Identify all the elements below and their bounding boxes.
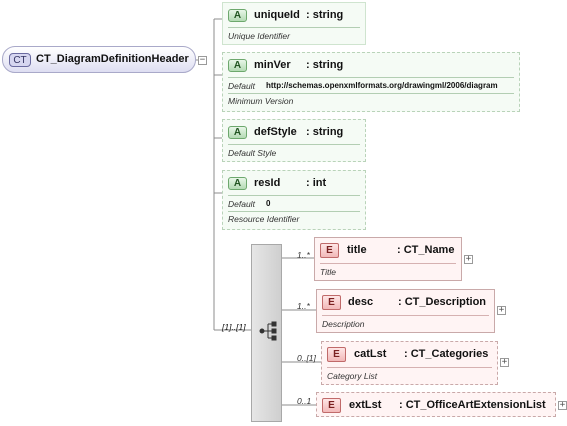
default-value: 0	[266, 199, 271, 208]
expand-toggle[interactable]: +	[497, 305, 506, 315]
element-extlst[interactable]: E extLst : CT_OfficeArtExtensionList	[316, 392, 556, 417]
sequence-compositor[interactable]	[251, 244, 282, 422]
sequence-cardinality: [1]..[1]	[222, 322, 246, 332]
divider	[228, 144, 360, 145]
element-badge: E	[327, 347, 346, 362]
default-label: Default	[228, 81, 255, 91]
element-desc[interactable]: E desc : CT_Description Description	[316, 289, 495, 333]
attribute-type: : string	[306, 126, 344, 138]
element-type: : CT_Name	[397, 244, 455, 256]
element-cardinality: 0..1	[297, 396, 312, 406]
divider	[228, 195, 360, 196]
divider	[320, 263, 456, 264]
element-type: : CT_Description	[398, 296, 487, 308]
attribute-uniqueid[interactable]: A uniqueId : string Unique Identifier	[222, 2, 366, 45]
element-name: catLst	[354, 348, 387, 360]
attribute-type: : string	[306, 59, 344, 71]
attribute-name: minVer	[254, 59, 291, 71]
attribute-type: : int	[306, 177, 327, 189]
divider	[228, 93, 514, 94]
divider	[327, 367, 492, 368]
attribute-defstyle[interactable]: A defStyle : string Default Style	[222, 119, 366, 162]
attribute-name: defStyle	[254, 126, 297, 138]
divider	[228, 77, 514, 78]
divider	[228, 27, 360, 28]
element-cardinality: 1..*	[297, 250, 310, 260]
element-name: desc	[348, 296, 374, 308]
attribute-badge: A	[228, 59, 247, 72]
default-label: Default	[228, 199, 255, 209]
element-cardinality: 0..[1]	[297, 353, 316, 363]
attribute-doc: Resource Identifier	[228, 214, 300, 224]
element-name: extLst	[349, 399, 382, 411]
element-catlst[interactable]: E catLst : CT_Categories Category List	[321, 341, 498, 385]
expand-toggle[interactable]: +	[558, 400, 567, 410]
complex-type-name: CT_DiagramDefinitionHeader	[36, 53, 189, 65]
attribute-type: : string	[306, 9, 344, 21]
attribute-name: uniqueId	[254, 9, 300, 21]
attribute-minver[interactable]: A minVer : string Default http://schemas…	[222, 52, 520, 112]
element-name: title	[347, 244, 367, 256]
element-badge: E	[320, 243, 339, 258]
element-type: : CT_OfficeArtExtensionList	[399, 399, 546, 411]
attribute-badge: A	[228, 9, 247, 22]
attribute-doc: Unique Identifier	[228, 31, 290, 41]
element-title[interactable]: E title : CT_Name Title	[314, 237, 462, 281]
element-doc: Title	[320, 267, 336, 277]
element-doc: Description	[322, 319, 365, 329]
collapse-toggle[interactable]: −	[198, 55, 207, 65]
attribute-resid[interactable]: A resId : int Default 0 Resource Identif…	[222, 170, 366, 230]
complex-type-badge: CT	[9, 53, 31, 67]
element-badge: E	[322, 398, 341, 413]
expand-toggle[interactable]: +	[500, 357, 509, 367]
element-doc: Category List	[327, 371, 378, 381]
default-value: http://schemas.openxmlformats.org/drawin…	[266, 81, 498, 90]
expand-toggle[interactable]: +	[464, 254, 473, 264]
attribute-name: resId	[254, 177, 281, 189]
attribute-doc: Minimum Version	[228, 96, 294, 106]
element-type: : CT_Categories	[404, 348, 489, 360]
divider	[228, 211, 360, 212]
attribute-badge: A	[228, 177, 247, 190]
element-cardinality: 1..*	[297, 301, 310, 311]
complex-type-node[interactable]: CT CT_DiagramDefinitionHeader	[2, 46, 196, 73]
attribute-doc: Default Style	[228, 148, 277, 158]
element-badge: E	[322, 295, 341, 310]
attribute-badge: A	[228, 126, 247, 139]
divider	[322, 315, 489, 316]
sequence-icon	[259, 321, 277, 341]
